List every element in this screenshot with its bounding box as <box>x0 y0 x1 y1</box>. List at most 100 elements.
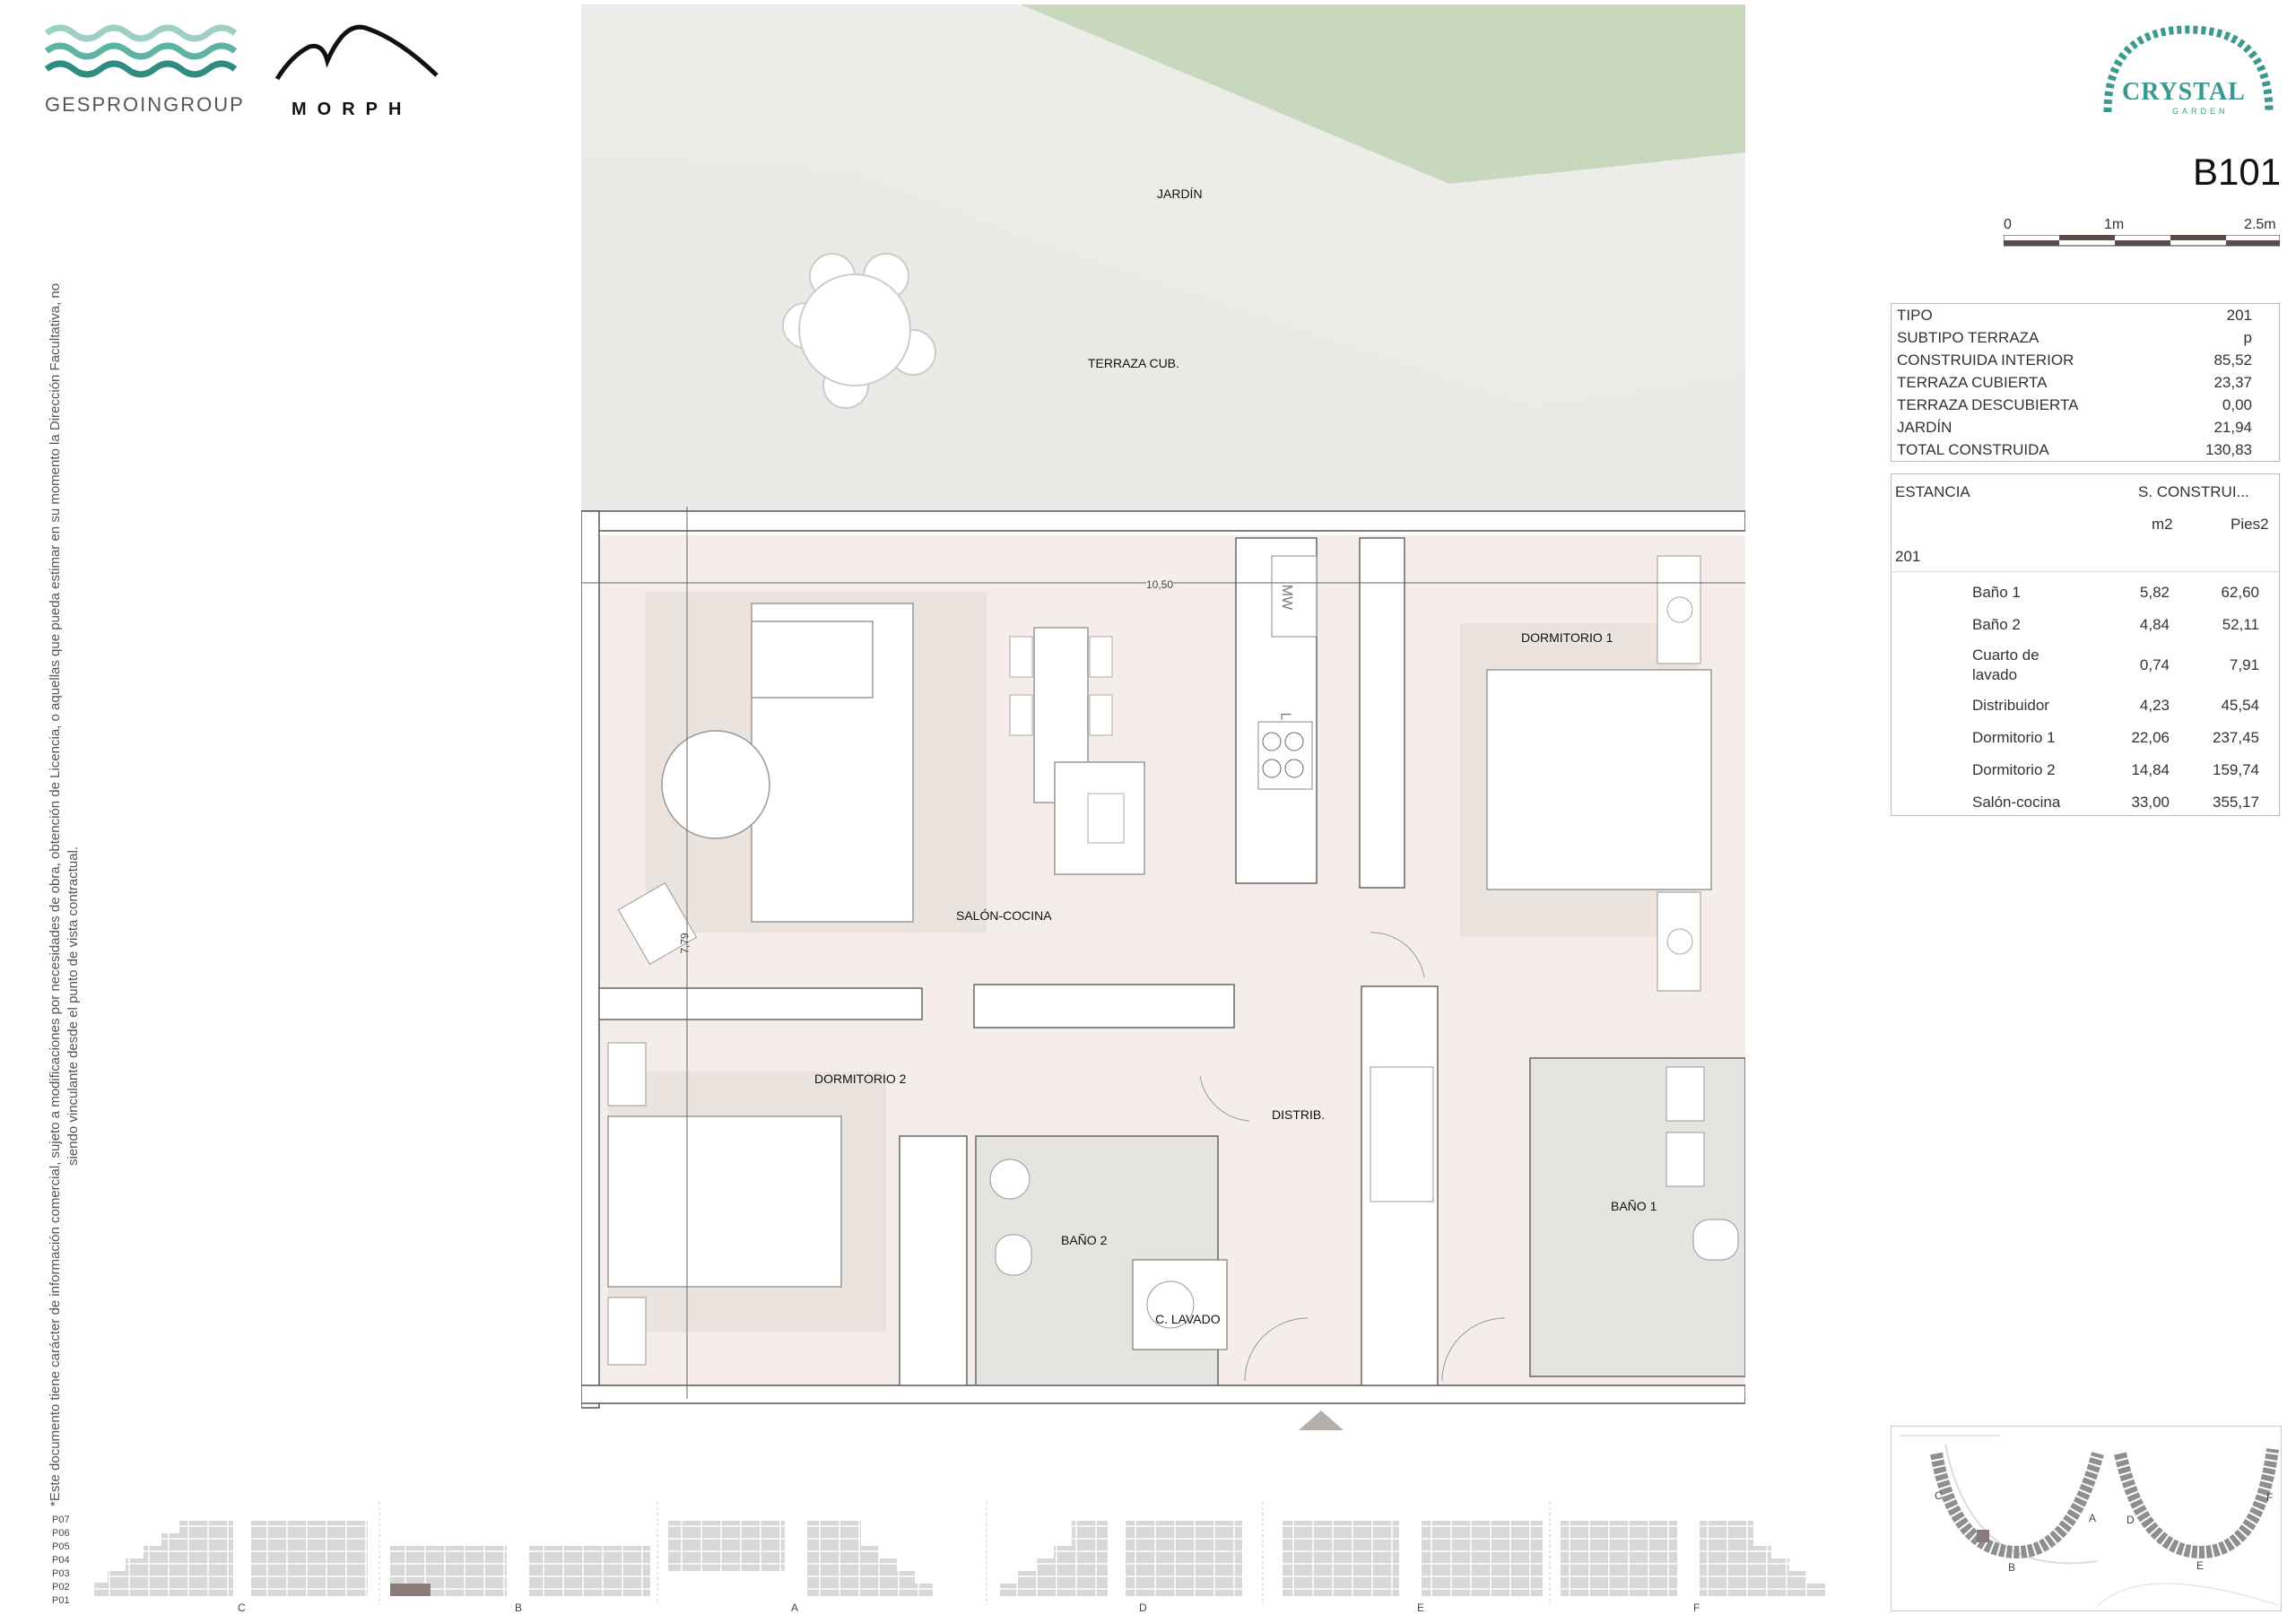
site-label-b: B <box>2008 1561 2016 1574</box>
scale-start: 0 <box>2004 217 2012 232</box>
selected-unit-marker <box>390 1584 430 1596</box>
room-name: Baño 2 <box>1972 616 2021 633</box>
gesproin-logo: GESPROINGROUP <box>44 22 251 117</box>
building-label-a: A <box>791 1601 799 1614</box>
bed-2 <box>607 1115 842 1288</box>
building-label-b: B <box>515 1601 523 1614</box>
site-map-drawing <box>1900 1435 2282 1607</box>
floor-label: P02 <box>52 1582 70 1593</box>
site-map: C A B D E F <box>1891 1426 2282 1611</box>
room-m2: 14,84 <box>2131 761 2170 778</box>
building-label-e: E <box>1417 1601 1425 1614</box>
scale-mid: 1m <box>2104 217 2125 232</box>
label-bano1: BAÑO 1 <box>1611 1199 1657 1213</box>
room-ft: 159,74 <box>2213 761 2259 778</box>
outdoor-table <box>782 253 936 409</box>
disclaimer-line-2: siendo vinculante desde el punto de vist… <box>65 846 81 1166</box>
label-salon: SALÓN-COCINA <box>956 908 1052 923</box>
bed-1 <box>1486 669 1712 890</box>
room-ft: 237,45 <box>2213 729 2259 746</box>
unit-code: B101 <box>2193 151 2282 193</box>
disclaimer: *Este documento tiene carácter de inform… <box>47 233 83 1506</box>
surface-summary-table: TIPO 201 SUBTIPO TERRAZA p CONSTRUIDA INTE… <box>1891 303 2280 462</box>
floor-label: P03 <box>52 1568 70 1579</box>
building-elevations <box>94 1502 1825 1605</box>
label-lavado: C. LAVADO <box>1155 1312 1221 1326</box>
label-bano2: BAÑO 2 <box>1061 1233 1108 1247</box>
label-distrib: DISTRIB. <box>1272 1107 1326 1122</box>
building-label-d: D <box>1139 1601 1147 1614</box>
col-m2: m2 <box>2152 516 2173 533</box>
info-value: 21,94 <box>2213 419 2252 436</box>
info-label: TIPO <box>1897 307 1933 324</box>
info-value: 23,37 <box>2213 374 2252 391</box>
info-label: SUBTIPO TERRAZA <box>1897 329 2039 346</box>
info-value: 85,52 <box>2213 352 2252 369</box>
site-label-d: D <box>2126 1514 2135 1526</box>
floor-label: P05 <box>52 1541 70 1552</box>
room-m2: 4,84 <box>2139 616 2170 633</box>
entry-arrow-icon <box>1299 1410 1344 1430</box>
floor-label: P06 <box>52 1528 70 1539</box>
disclaimer-line-1: *Este documento tiene carácter de inform… <box>48 282 63 1506</box>
room-m2: 0,74 <box>2139 656 2170 673</box>
label-terraza: TERRAZA CUB. <box>1088 356 1179 370</box>
floor-label: P04 <box>52 1555 70 1566</box>
table-row: Baño 2 4,84 52,11 <box>1892 609 2279 641</box>
room-ft: 62,60 <box>2221 584 2259 601</box>
table-row: TERRAZA CUBIERTA 23,37 <box>1892 371 2280 394</box>
site-label-f: F <box>2266 1491 2274 1504</box>
info-value: p <box>2243 329 2252 346</box>
mountain-icon <box>274 24 439 81</box>
info-value: 130,83 <box>2205 441 2252 458</box>
label-jardin: JARDÍN <box>1157 187 1203 201</box>
room-ft: 45,54 <box>2221 697 2259 714</box>
waves-icon <box>44 24 238 78</box>
rooms-table: ESTANCIA S. CONSTRUI... m2 Pies2 201 Bañ… <box>1891 473 2280 816</box>
room-name: Dormitorio 2 <box>1972 761 2056 778</box>
room-ft: 52,11 <box>2222 616 2259 633</box>
info-label: TOTAL CONSTRUIDA <box>1897 441 2049 458</box>
room-ft: 7,91 <box>2229 656 2259 673</box>
info-value: 0,00 <box>2222 396 2252 413</box>
table-row: TIPO 201 <box>1892 304 2280 327</box>
floor-labels: P07 P06 P05 P04 P03 P02 P01 <box>52 1514 70 1608</box>
floor-plan-drawing <box>580 4 1746 1430</box>
scale-bar: 0 1m 2.5m <box>2002 215 2280 251</box>
floor-label: P07 <box>52 1515 70 1525</box>
morph-logo: MORPH <box>274 20 439 119</box>
room-ft: 355,17 <box>2213 794 2259 811</box>
dimension-vertical: 7,79 <box>678 933 691 954</box>
garden-area <box>1021 4 1745 184</box>
floor-label: P01 <box>52 1595 70 1606</box>
room-name: Salón-cocina <box>1972 794 2061 811</box>
site-label-a: A <box>2089 1512 2097 1524</box>
label-dorm1: DORMITORIO 1 <box>1521 630 1613 645</box>
label-dorm2: DORMITORIO 2 <box>814 1072 907 1086</box>
dimension-horizontal: 10,50 <box>1146 578 1174 591</box>
info-label: JARDÍN <box>1897 419 1952 436</box>
col-ft: Pies2 <box>2231 516 2269 533</box>
unit-highlight <box>1977 1530 1989 1542</box>
garden-text: GARDEN <box>2172 107 2229 116</box>
info-label: CONSTRUIDA INTERIOR <box>1897 352 2074 369</box>
site-label-c: C <box>1935 1489 1943 1502</box>
crystal-garden-logo: CRYSTAL GARDEN <box>2099 22 2278 121</box>
morph-name: MORPH <box>291 100 413 119</box>
building-label-f: F <box>1693 1601 1700 1614</box>
table-row: TOTAL CONSTRUIDA 130,83 <box>1892 438 2280 462</box>
scale-ruler <box>2004 235 2280 247</box>
scale-end: 2.5m <box>2244 217 2276 232</box>
room-name: Distribuidor <box>1972 697 2049 714</box>
room-m2: 4,23 <box>2139 697 2170 714</box>
room-m2: 22,06 <box>2131 729 2170 746</box>
l-label: L <box>1277 712 1293 721</box>
info-label: TERRAZA CUBIERTA <box>1897 374 2048 391</box>
info-value: 201 <box>2226 307 2252 324</box>
room-name: Baño 1 <box>1972 584 2021 601</box>
col-estancia: ESTANCIA <box>1895 483 1970 500</box>
